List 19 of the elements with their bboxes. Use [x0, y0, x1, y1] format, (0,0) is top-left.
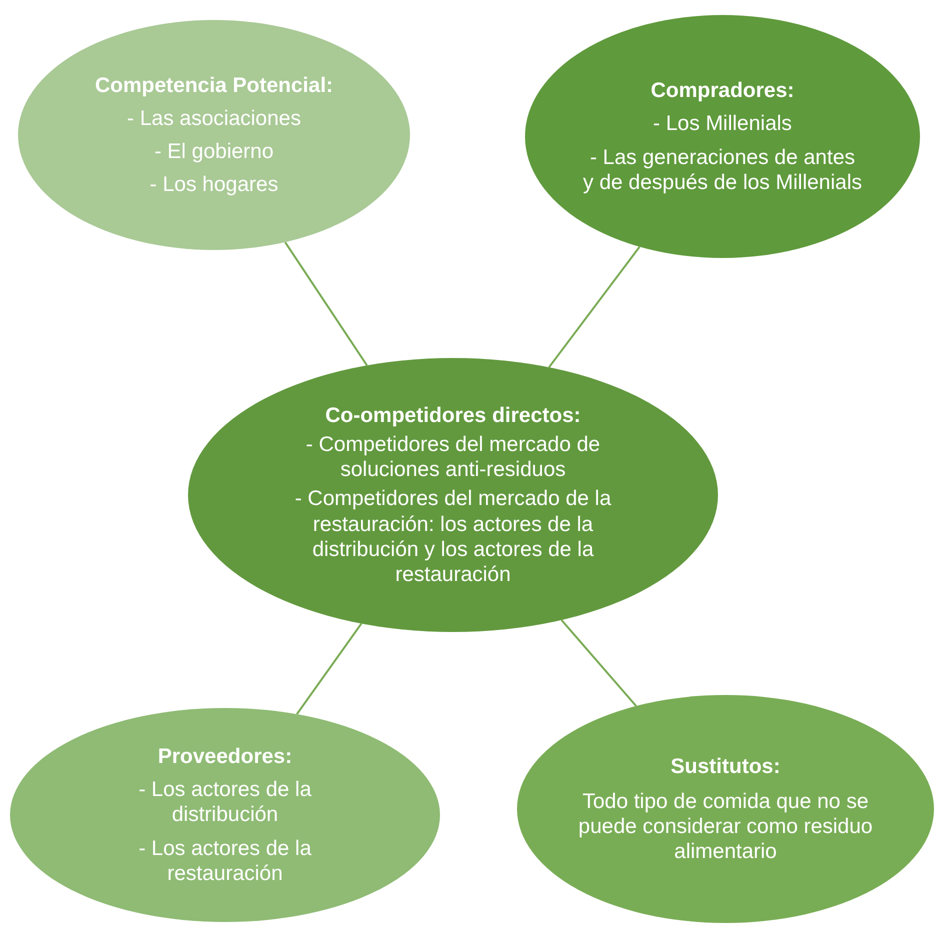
connector-line	[560, 619, 637, 707]
node-text: - Las generaciones de antes y de después de los Millenials	[582, 144, 862, 195]
node-text: - Las asociaciones	[127, 106, 301, 131]
node-text: - El gobierno	[154, 139, 274, 164]
connector-line	[548, 246, 640, 368]
node-text: Todo tipo de comida que no se puede considerar como residuo alimentario	[577, 788, 874, 864]
node-text: - Competidores del mercado de la restauración: los actores de la distribución y los actores de la restauración	[294, 486, 612, 588]
node-heading: Proveedores:	[158, 744, 292, 770]
connector-line	[284, 242, 368, 366]
node-text: - Los Millenials	[653, 111, 792, 136]
node-heading: Co-ompetidores directos:	[325, 402, 581, 428]
node-heading: Compradores:	[650, 78, 794, 104]
node-text: - Los actores de la distribución	[138, 777, 312, 828]
node-text: - Los actores de la restauración	[138, 836, 312, 886]
node-heading: Competencia Potencial:	[94, 72, 334, 98]
node-heading: Sustitutos:	[670, 754, 780, 779]
node-text: - Competidores del mercado de soluciones anti-residuos	[304, 432, 602, 482]
node-text: - Los hogares	[150, 172, 278, 198]
connector-line	[296, 622, 362, 715]
